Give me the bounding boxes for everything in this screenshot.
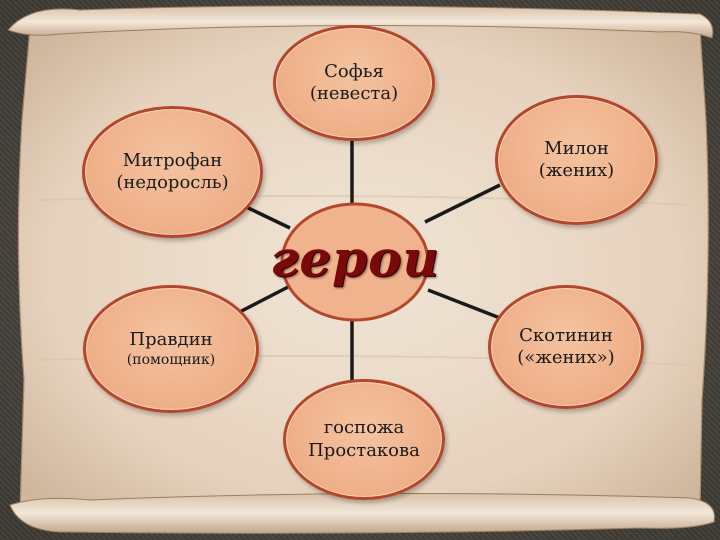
node-mitrofan-name: Митрофан [122, 149, 223, 171]
node-mitrofan: Митрофан (недоросль) [82, 106, 263, 238]
node-sofya-role: (невеста) [309, 83, 399, 104]
connector-milon [424, 183, 501, 224]
node-prostakova-name: Простакова [308, 439, 420, 461]
node-skotinin-role: («жених») [517, 347, 615, 368]
node-prostakova: госпожа Простакова [283, 379, 445, 500]
node-prostakova-title: госпожа [323, 417, 405, 438]
node-sofya: Софья (невеста) [273, 25, 435, 141]
node-mitrofan-role: (недоросль) [116, 172, 229, 193]
bottom-curl [9, 492, 715, 534]
top-curl [7, 5, 714, 39]
connector-mitrofan [241, 203, 291, 230]
node-milon: Милон (жених) [495, 95, 658, 225]
node-sofya-name: Софья [324, 60, 384, 82]
node-milon-role: (жених) [538, 160, 615, 181]
node-skotinin-name: Скотинин [519, 324, 613, 346]
node-pravdin-name: Правдин [129, 329, 213, 350]
node-pravdin-role: (помощник) [126, 351, 216, 368]
center-title: герои [270, 228, 440, 288]
node-pravdin: Правдин (помощник) [83, 285, 259, 413]
node-milon-name: Милон [544, 137, 609, 159]
node-skotinin: Скотинин («жених») [488, 285, 644, 409]
connector-skotinin [427, 288, 501, 320]
center-node [280, 202, 430, 322]
